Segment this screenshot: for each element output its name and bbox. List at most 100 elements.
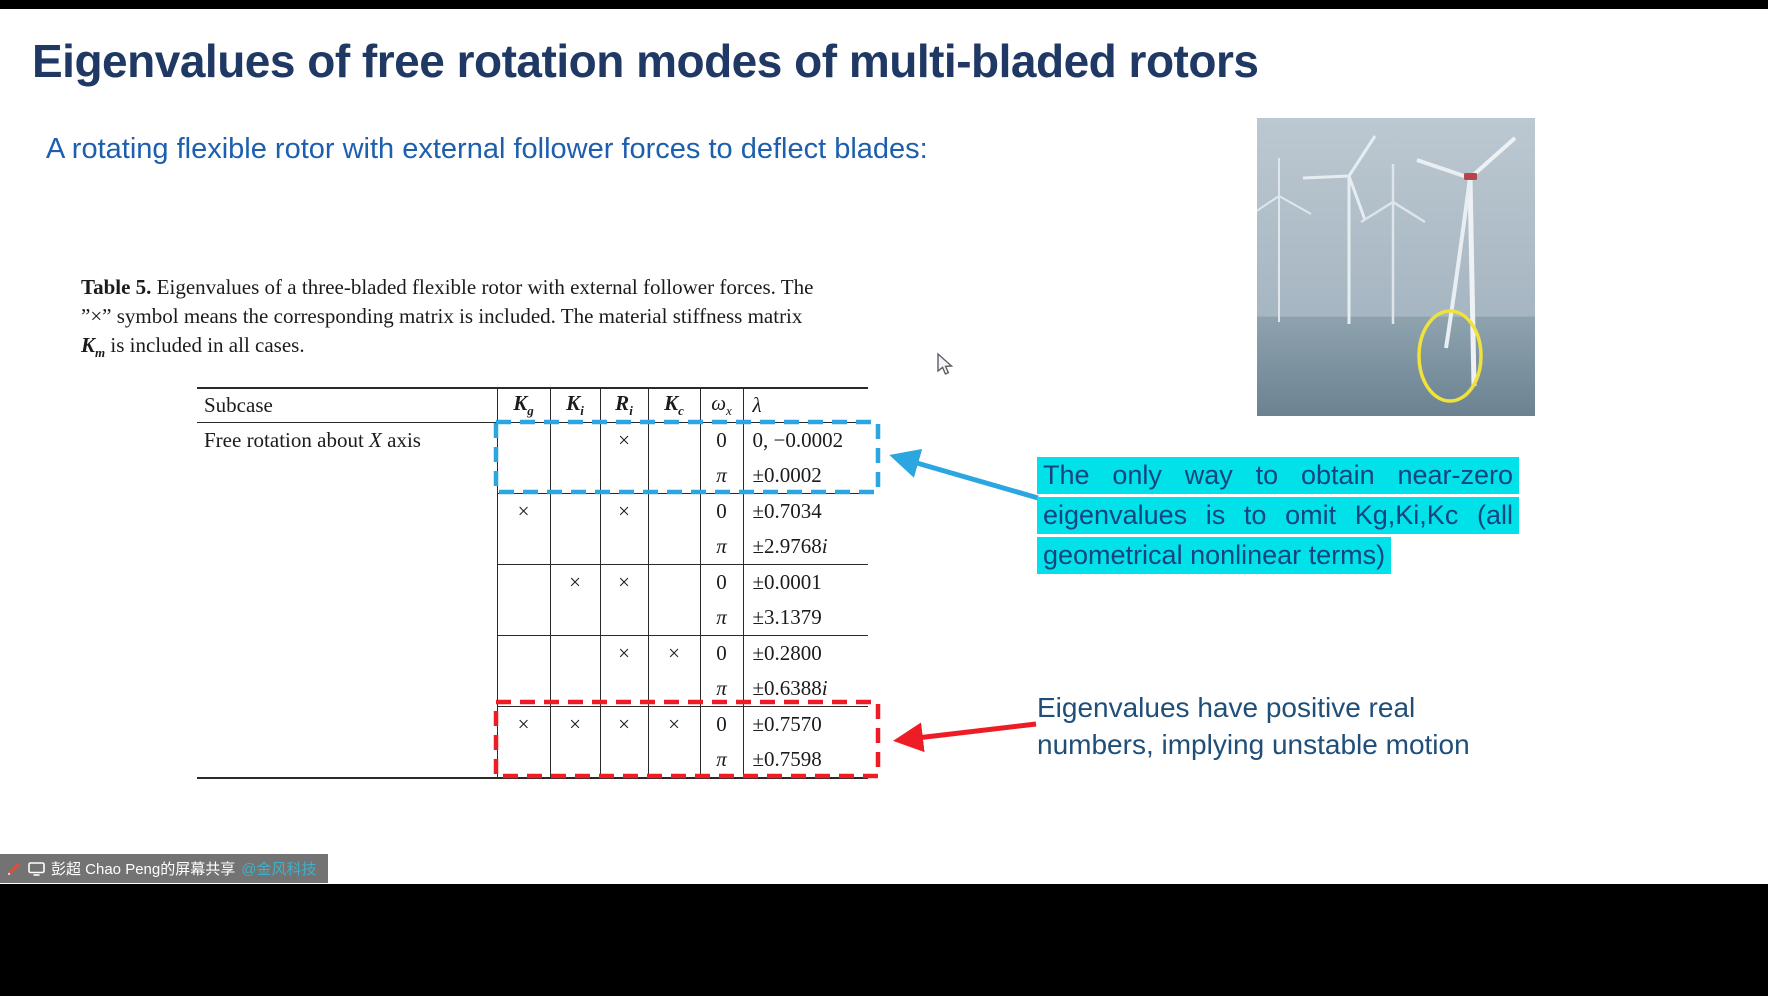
subcase-cell	[197, 742, 497, 778]
table-row: π±0.7598	[197, 742, 868, 778]
subcase-cell	[197, 671, 497, 707]
caption-line-1: Table 5. Eigenvalues of a three-bladed f…	[81, 273, 1011, 302]
unstable-motion-annotation: Eigenvalues have positive real numbers, …	[1037, 689, 1470, 763]
matrix-included-mark	[599, 458, 648, 494]
matrix-included-mark: ×	[549, 564, 600, 600]
table-row: ××××0±0.7570	[197, 706, 868, 742]
unstable-motion-line-1: Eigenvalues have positive real	[1037, 692, 1416, 723]
table-row: π±3.1379	[197, 600, 868, 636]
lambda-value: ±0.6388i	[742, 671, 868, 707]
table-caption: Table 5. Eigenvalues of a three-bladed f…	[81, 273, 1011, 367]
matrix-included-mark: ×	[599, 706, 648, 742]
col-header-ri: Ri	[599, 388, 648, 423]
lambda-value: ±0.7598	[742, 742, 868, 778]
caption-line-2: ”×” symbol means the corresponding matri…	[81, 304, 803, 328]
matrix-included-mark	[549, 458, 600, 494]
table-row: π±2.9768i	[197, 529, 868, 565]
slide-title: Eigenvalues of free rotation modes of mu…	[32, 35, 1259, 87]
cyan-arrow	[889, 448, 1039, 501]
table-row: π±0.0002	[197, 458, 868, 494]
share-bar-presenter: 彭超 Chao Peng的屏幕共享	[51, 861, 236, 878]
matrix-included-mark: ×	[549, 706, 600, 742]
matrix-included-mark	[549, 600, 600, 636]
caption-label: Table 5.	[81, 275, 152, 299]
red-arrow	[893, 721, 1037, 753]
matrix-included-mark	[496, 635, 550, 671]
omega-value: 0	[699, 706, 743, 742]
monitor-icon	[28, 861, 45, 876]
matrix-included-mark	[496, 422, 550, 458]
annotate-pen-icon[interactable]	[6, 861, 22, 877]
col-header-ki: Ki	[549, 388, 600, 423]
col-header-kg: Kg	[496, 388, 550, 423]
sea	[1257, 316, 1535, 416]
slide-subtitle: A rotating flexible rotor with external …	[46, 133, 928, 165]
screen-share-bar: 彭超 Chao Peng的屏幕共享 @金风科技	[0, 854, 329, 883]
turbine-mid-2	[1360, 164, 1426, 324]
share-bar-org: @金风科技	[241, 861, 317, 878]
table-row: ××0±0.7034	[197, 493, 868, 530]
subcase-cell	[197, 529, 497, 565]
matrix-included-mark	[549, 529, 600, 565]
matrix-included-mark	[599, 742, 648, 778]
matrix-included-mark	[599, 600, 648, 636]
matrix-included-mark	[549, 422, 600, 458]
letterbox-bottom	[0, 884, 1768, 996]
col-header-kc: Kc	[647, 388, 700, 423]
omega-value: π	[699, 600, 743, 636]
lambda-value: ±0.0001	[742, 564, 868, 600]
omega-value: 0	[699, 564, 743, 600]
matrix-included-mark	[496, 458, 550, 494]
subcase-cell: Free rotation about X axis	[204, 428, 421, 452]
turbine-near-bent-blade	[1416, 136, 1517, 387]
matrix-included-mark: ×	[647, 635, 700, 671]
subcase-cell	[197, 458, 497, 494]
matrix-included-mark	[647, 600, 700, 636]
caption-line-3-text: is included in all cases.	[105, 333, 305, 357]
col-header-omega-x: ωx	[699, 388, 743, 423]
lambda-value: ±0.0002	[742, 458, 868, 494]
subcase-cell	[197, 494, 497, 530]
col-header-lambda: λ	[742, 388, 868, 423]
matrix-included-mark	[647, 422, 700, 458]
matrix-included-mark	[549, 742, 600, 778]
matrix-included-mark: ×	[599, 422, 648, 458]
lambda-value: ±0.7034	[742, 493, 868, 529]
table-row: π±0.6388i	[197, 671, 868, 707]
mouse-cursor	[937, 352, 954, 375]
subcase-cell	[197, 565, 497, 601]
matrix-included-mark	[599, 529, 648, 565]
matrix-included-mark	[496, 564, 550, 600]
matrix-included-mark	[496, 671, 550, 707]
omega-value: 0	[699, 635, 743, 671]
turbine-mid	[1302, 135, 1377, 324]
lambda-value: ±0.7570	[742, 706, 868, 742]
matrix-included-mark	[647, 493, 700, 529]
matrix-included-mark	[496, 529, 550, 565]
caption-line-1-text: Eigenvalues of a three-bladed flexible r…	[151, 275, 814, 299]
omega-value: 0	[699, 493, 743, 529]
matrix-included-mark	[549, 671, 600, 707]
near-zero-annotation-line-3: geometrical nonlinear terms)	[1037, 537, 1392, 574]
matrix-included-mark: ×	[496, 493, 550, 529]
matrix-included-mark	[496, 742, 550, 778]
matrix-included-mark: ×	[647, 706, 700, 742]
subcase-cell	[197, 636, 497, 672]
col-header-subcase: Subcase	[197, 388, 497, 423]
letterbox-top	[0, 0, 1768, 9]
wind-turbine-illustration	[1248, 118, 1535, 416]
matrix-included-mark: ×	[599, 635, 648, 671]
matrix-included-mark: ×	[496, 706, 550, 742]
omega-value: π	[699, 529, 743, 565]
matrix-included-mark	[647, 671, 700, 707]
matrix-included-mark	[549, 635, 600, 671]
omega-value: 0	[699, 422, 743, 458]
near-zero-annotation: The only way to obtain near-zero eigenva…	[1037, 457, 1519, 577]
km-symbol: K	[81, 333, 96, 357]
lambda-value: ±3.1379	[742, 600, 868, 636]
omega-value: π	[699, 458, 743, 494]
